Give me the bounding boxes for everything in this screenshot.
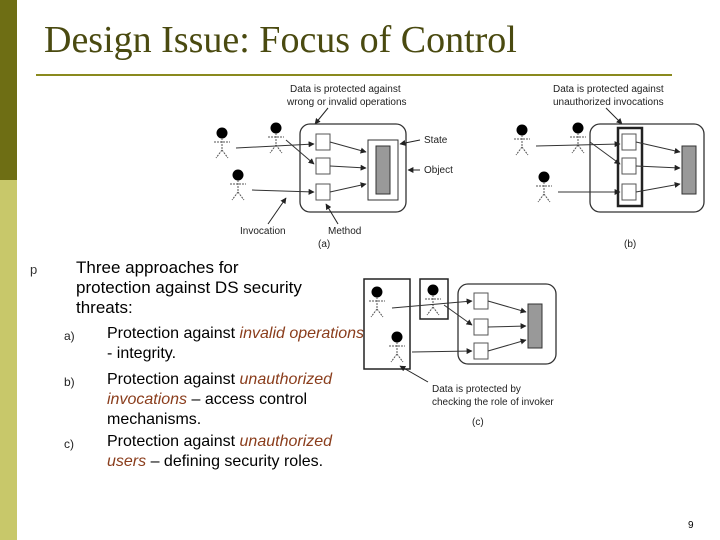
item-body: Protection against unauthorized invocati… <box>107 370 367 430</box>
panel-a-state <box>375 145 391 195</box>
panel-a-object-box <box>299 123 407 213</box>
item-italic: unauthorized users <box>107 433 333 470</box>
panel-c-object-box <box>457 283 557 365</box>
panel-a-label-top-2: wrong or invalid operations <box>286 97 407 108</box>
item-body: Protection against unauthorized users – … <box>107 432 367 472</box>
item-prefix: Protection against <box>107 371 240 388</box>
slide-title: Design Issue: Focus of Control <box>44 19 517 61</box>
panel-a-label-invocation: Invocation <box>240 226 286 237</box>
panel-b: Data is protected against unauthorized i… <box>513 84 705 250</box>
item-italic: unauthorized invocations <box>107 371 333 408</box>
panel-b-label-top-2: unauthorized invocations <box>553 97 664 108</box>
panel-c-label-bottom-2: checking the role of invoker <box>432 397 554 408</box>
panel-a-label-object: Object <box>424 165 453 176</box>
panel-a-label-top-1: Data is protected against <box>290 84 401 95</box>
item-prefix: Protection against <box>107 325 240 342</box>
panel-b-state <box>681 145 697 195</box>
side-band-dark <box>0 0 17 180</box>
panel-a-state-frame <box>367 139 399 201</box>
panel-b-label-top-1: Data is protected against <box>553 84 664 95</box>
panel-c-role-box-2 <box>419 278 449 320</box>
item-italic: invalid operations <box>239 325 365 342</box>
panel-a-label-method: Method <box>328 226 361 237</box>
panel-c-label-bottom-1: Data is protected by <box>432 384 521 395</box>
panel-b-caption: (b) <box>624 239 636 250</box>
panel-a: Data is protected against wrong or inval… <box>213 84 453 250</box>
item-letter: a) <box>64 329 75 343</box>
item-letter: b) <box>64 375 75 389</box>
item-suffix: – defining security roles. <box>146 453 324 470</box>
panel-b-object-box <box>589 123 705 213</box>
panel-c-role-box-1 <box>363 278 411 370</box>
bullet-marker: p <box>30 262 38 277</box>
panel-b-guard <box>616 126 644 208</box>
item-suffix: - integrity. <box>107 345 177 362</box>
panel-c: Data is protected by checking the role o… <box>363 278 557 428</box>
item-suffix: – access control mechanisms. <box>107 391 308 428</box>
panel-c-caption: (c) <box>472 417 484 428</box>
bullet-text: Three approaches for protection against … <box>76 258 302 317</box>
panel-a-caption: (a) <box>318 239 330 250</box>
item-letter: c) <box>64 437 74 451</box>
panel-c-state <box>527 303 543 349</box>
item-body: Protection against invalid operations - … <box>107 324 367 364</box>
panel-a-label-state: State <box>424 135 448 146</box>
title-rule <box>36 74 672 76</box>
page-number: 9 <box>688 520 694 531</box>
item-prefix: Protection against <box>107 433 240 450</box>
side-band-light <box>0 180 17 540</box>
